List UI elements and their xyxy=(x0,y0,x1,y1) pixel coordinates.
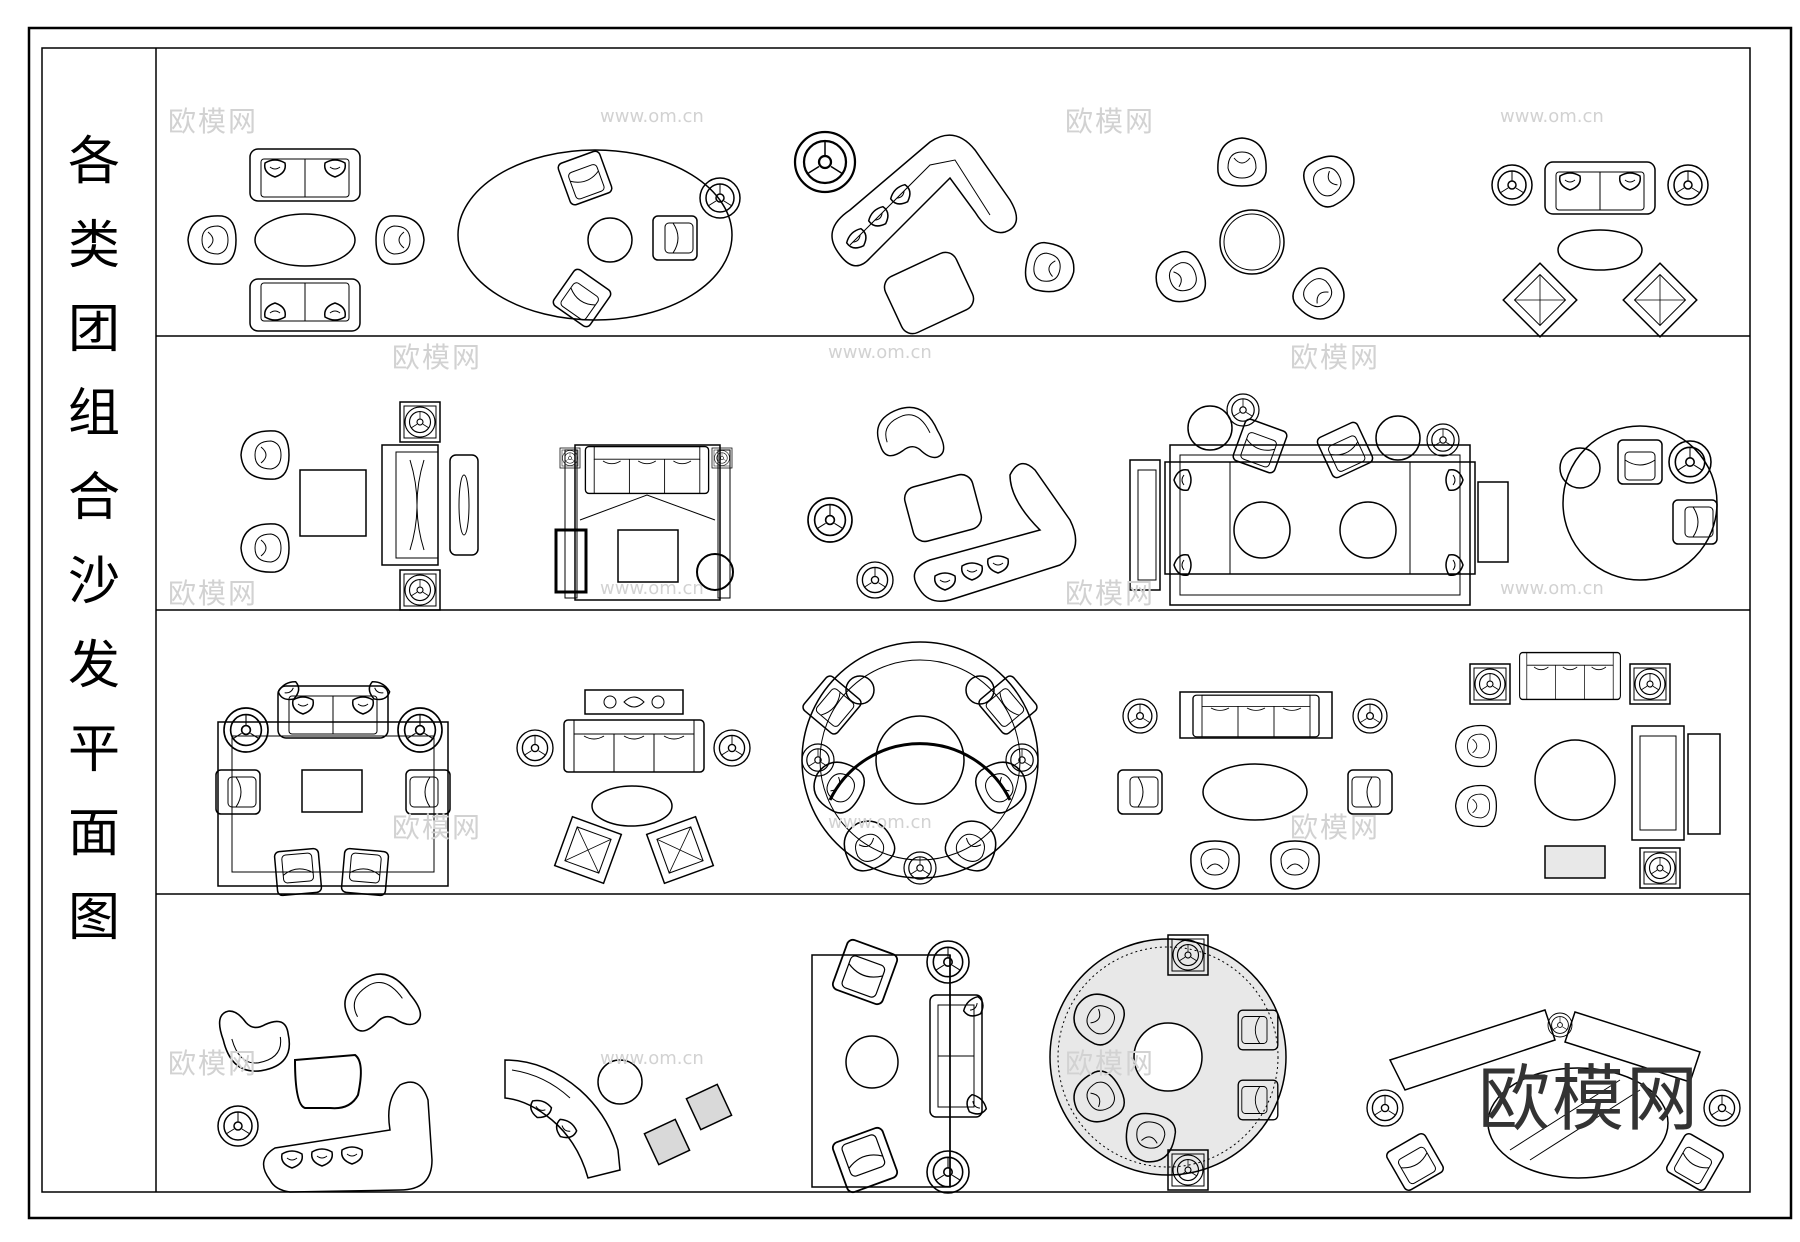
corner-set xyxy=(811,937,990,1195)
watermark-url: www.om.cn xyxy=(1500,578,1604,599)
watermark-text: 欧模网 xyxy=(168,105,259,138)
rug-sofa-set xyxy=(215,678,451,897)
pebble-boomerang-set xyxy=(807,396,1077,602)
watermark-text: 欧模网 xyxy=(392,341,483,374)
watermark-url: www.om.cn xyxy=(600,106,704,127)
watermark-text: 欧模网 xyxy=(1065,577,1156,610)
three-seat-oval-set xyxy=(1117,691,1393,890)
title-char: 各 xyxy=(67,132,120,192)
watermark-text: 欧模网 xyxy=(1290,811,1381,844)
watermark-text: 欧模网 xyxy=(168,1047,259,1080)
side-sofa-set xyxy=(1454,651,1721,888)
circular-sofa xyxy=(800,641,1040,885)
watermark-text: 欧模网 xyxy=(1290,341,1381,374)
boomerang-set xyxy=(793,130,1079,335)
watermark-url: www.om.cn xyxy=(828,812,932,833)
title-char: 团 xyxy=(67,300,120,360)
curved-sofa-set xyxy=(504,1059,733,1179)
round-table-chairs xyxy=(1148,137,1364,330)
inner-frame xyxy=(41,47,1751,1193)
outer-frame xyxy=(27,26,1793,1220)
watermark-text: 欧模网 xyxy=(392,811,483,844)
watermark-url: www.om.cn xyxy=(1500,106,1604,127)
title-char: 图 xyxy=(67,888,120,948)
drawing-title: 各 类 团 组 合 沙 发 平 面 图 xyxy=(48,120,140,960)
title-char: 平 xyxy=(67,720,120,780)
title-char: 合 xyxy=(67,468,120,528)
three-seat-set xyxy=(516,689,751,885)
title-char: 类 xyxy=(67,216,120,276)
watermark-url: www.om.cn xyxy=(600,1048,704,1069)
title-char: 组 xyxy=(67,384,120,444)
watermark-url: www.om.cn xyxy=(600,578,704,599)
watermark-text: 欧模网 xyxy=(1065,1047,1156,1080)
sofa-lamps-set xyxy=(1491,162,1709,338)
bed-style-set xyxy=(554,444,734,601)
round-lounge-set xyxy=(1559,425,1718,581)
oval-rug-set xyxy=(457,149,741,330)
title-char: 发 xyxy=(67,636,120,696)
title-char: 沙 xyxy=(67,552,120,612)
pebble-l-set xyxy=(213,960,433,1193)
round-rug-set xyxy=(1049,935,1287,1190)
sofa-set-a xyxy=(187,149,425,331)
armchairs-cabinet-set xyxy=(240,402,479,610)
watermark-text: 欧模网 xyxy=(168,577,259,610)
watermark-url: www.om.cn xyxy=(828,342,932,363)
large-rug-set xyxy=(1129,393,1509,606)
title-char: 面 xyxy=(67,804,120,864)
watermark-text: 欧模网 xyxy=(1065,105,1156,138)
angled-sofa-set xyxy=(1366,1009,1741,1193)
brand-logo: 欧模网 xyxy=(1478,1057,1701,1141)
